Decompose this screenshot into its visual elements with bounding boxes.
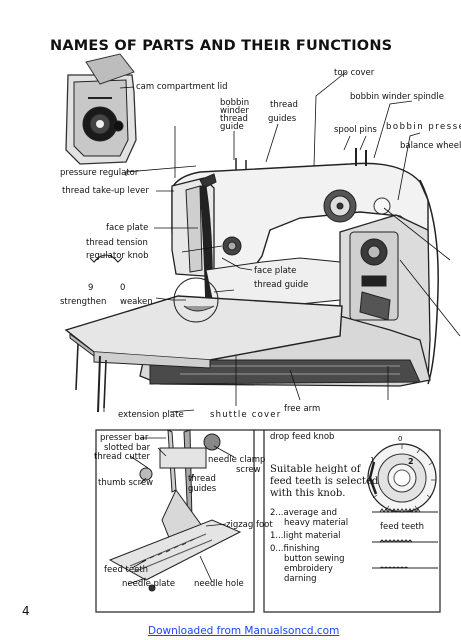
label-extension-plate: extension plate [118,410,184,420]
label-cam-compartment-lid: cam compartment lid [136,82,228,92]
label-feed-teeth: feed teeth [380,522,425,532]
setting-0-line-1: 0...finishing [270,544,320,554]
setting-0-line-4: darning [284,574,317,584]
setting-1: 1...light material [270,531,341,541]
label-detail-guides: guides [188,484,217,494]
label-face-plate: face plate [106,223,149,233]
label-shuttle-cover: shuttle cover [210,410,282,420]
knob-mark-1: 1 [370,456,374,464]
suitable-text-line-3: with this knob. [270,488,346,499]
label-detail-thread: thread [188,474,216,484]
setting-0-line-3: embroidery [284,564,333,574]
setting-2-line-1: 2...average and [270,508,338,518]
label-tension-9: 9 [88,283,94,293]
label-balance-wheel: balance wheel [400,141,461,151]
label-slotted-bar: slotted bar [104,443,151,453]
label-tension-0: 0 [120,283,126,293]
suitable-text-line-2: feed teeth is selected [270,476,379,487]
label-needle-hole: needle hole [194,579,244,589]
label-detail-feed-teeth: feed teeth [104,565,149,575]
setting-2-line-2: heavy material [284,518,349,528]
suitable-text-line-1: Suitable height of [270,464,361,475]
label-free-arm: free arm [284,404,321,414]
knob-mark-0: 0 [398,435,402,443]
label-pressure-regulator: pressure regulator [60,168,139,178]
label-top-cover: top cover [334,68,375,78]
label-needle-clamp: needle clamp [208,455,266,465]
page-number: 4 [22,604,30,618]
label-drop-feed-knob: drop feed knob [270,432,335,442]
label-thumb-screw: thumb screw [98,478,154,488]
label-weaken: weaken [120,297,153,307]
download-source-link[interactable]: Downloaded from Manualsoncd.com [148,625,340,637]
label-needle-plate: needle plate [122,579,176,589]
label-needle-clamp-screw: screw [236,465,261,475]
label-zigzag-foot: zigzag foot [226,520,273,530]
label-strengthen: strengthen [60,297,107,307]
setting-0-line-2: button sewing [284,554,345,564]
label-thread-cutter: thread cutter [94,452,151,462]
knob-mark-2: 2 [408,457,414,466]
page-title: NAMES OF PARTS AND THEIR FUNCTIONS [50,38,393,54]
cam-compartment-inset [65,53,137,165]
label-thread-take-up-lever: thread take-up lever [62,186,149,196]
label-presser-bar: presser bar [100,433,149,443]
label-bobbin-presser: bobbin presse [386,122,461,132]
label-bobbin-winder-spindle: bobbin winder spindle [350,92,444,102]
label-spool-pins: spool pins [334,125,377,135]
